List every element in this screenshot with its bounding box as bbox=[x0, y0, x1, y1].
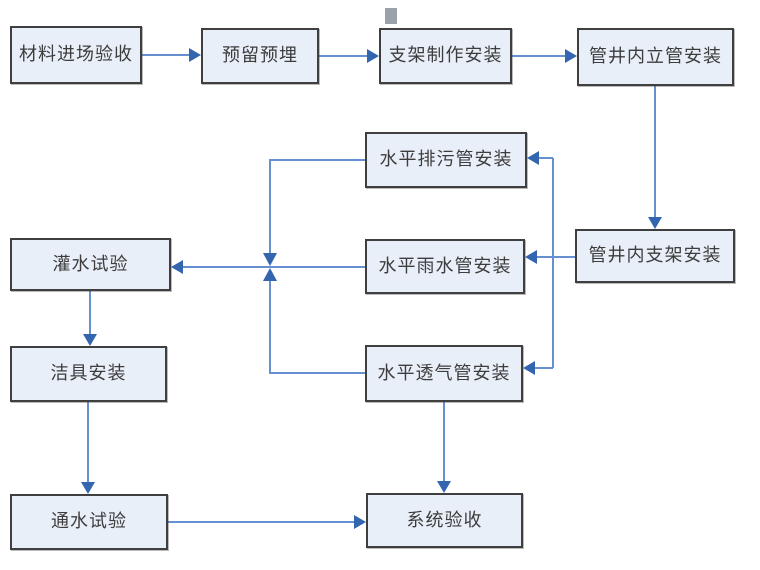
edge-shaft-bracket-branches bbox=[523, 151, 575, 375]
flow-node-horizontal-sewage: 水平排污管安装 bbox=[365, 132, 527, 188]
edge-rainwater-to-filling-test bbox=[171, 260, 365, 274]
node-label: 支架制作安装 bbox=[388, 45, 503, 66]
node-label: 通水试验 bbox=[51, 511, 127, 532]
edge-material-to-reserved bbox=[142, 48, 201, 62]
edge-bracket-to-riser bbox=[512, 49, 577, 63]
edge-riser-to-shaft-bracket bbox=[648, 86, 662, 229]
node-label: 系统验收 bbox=[406, 509, 483, 530]
flow-node-water-flow-test: 通水试验 bbox=[10, 494, 168, 550]
flow-node-bracket-fabrication: 支架制作安装 bbox=[379, 28, 512, 84]
flow-node-fixture-installation: 洁具安装 bbox=[10, 346, 167, 402]
flow-node-shaft-bracket: 管井内支架安装 bbox=[575, 229, 735, 283]
edge-flow-test-to-acceptance bbox=[168, 515, 366, 529]
flow-node-system-acceptance: 系统验收 bbox=[366, 493, 523, 548]
edge-vent-to-junction bbox=[263, 268, 365, 374]
edge-reserved-to-bracket bbox=[319, 49, 379, 63]
node-label: 管井内立管安装 bbox=[589, 46, 722, 67]
node-label: 水平雨水管安装 bbox=[378, 255, 512, 276]
edge-sewage-to-junction bbox=[263, 159, 365, 266]
flow-node-material-inspection: 材料进场验收 bbox=[10, 26, 142, 84]
node-label: 水平透气管安装 bbox=[377, 362, 511, 383]
edge-fixtures-to-flow-test bbox=[81, 402, 95, 494]
node-label: 预留预埋 bbox=[222, 45, 298, 66]
node-label: 管井内支架安装 bbox=[588, 245, 722, 266]
flow-node-horizontal-rainwater: 水平雨水管安装 bbox=[365, 239, 525, 294]
edge-vent-to-acceptance bbox=[437, 402, 451, 493]
selection-handle bbox=[385, 8, 397, 24]
node-label: 灌水试验 bbox=[52, 253, 129, 274]
flow-node-reserved-embedded: 预留预埋 bbox=[201, 28, 319, 84]
node-label: 洁具安装 bbox=[50, 363, 127, 384]
flow-node-water-filling-test: 灌水试验 bbox=[10, 238, 171, 291]
flow-node-shaft-riser: 管井内立管安装 bbox=[577, 28, 734, 86]
edge-filling-test-to-fixtures bbox=[83, 291, 97, 346]
node-label: 材料进场验收 bbox=[19, 44, 133, 65]
flow-node-horizontal-vent: 水平透气管安装 bbox=[365, 345, 523, 402]
node-label: 水平排污管安装 bbox=[379, 149, 513, 170]
